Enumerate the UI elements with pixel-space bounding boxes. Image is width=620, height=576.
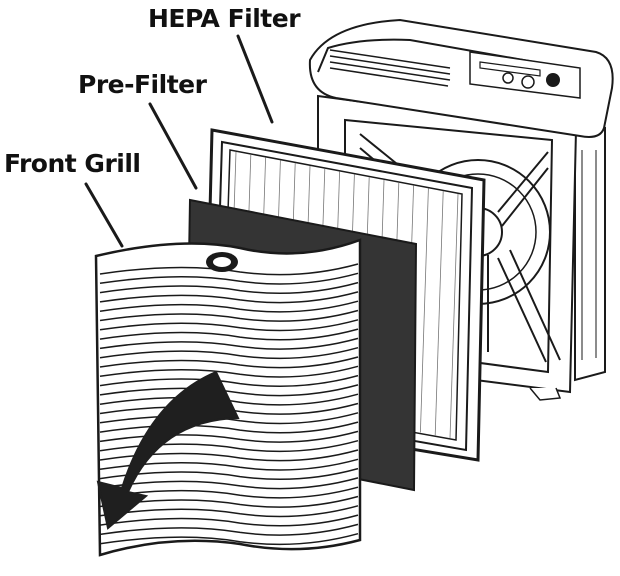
hepa-pleat	[449, 193, 459, 439]
leader-line-pre	[148, 102, 198, 190]
label-pre-filter: Pre-Filter	[78, 70, 207, 99]
grill-slat	[99, 384, 359, 397]
grill-slat	[99, 365, 359, 378]
grill-slat	[99, 402, 359, 415]
grill-slat	[99, 505, 359, 518]
grill-slat	[99, 412, 359, 425]
grill-slat	[99, 374, 359, 387]
grill-slat	[99, 523, 359, 536]
leader-line-hepa	[236, 34, 274, 124]
grill-slat	[99, 291, 359, 304]
grill-slat	[99, 532, 359, 546]
grill-slat	[99, 300, 359, 313]
grill-slat	[99, 309, 359, 322]
grill-slat	[99, 328, 359, 341]
grill-slat	[99, 421, 359, 434]
leader-lines	[84, 34, 274, 248]
hepa-pleat	[420, 188, 429, 433]
grill-slat	[99, 486, 359, 499]
label-hepa-filter: HEPA Filter	[148, 4, 301, 33]
grill-slat	[99, 514, 359, 527]
grill-slat	[99, 467, 359, 480]
grill-slat	[99, 393, 359, 406]
grill-slat	[99, 263, 359, 276]
grill-slat	[99, 495, 359, 508]
grill-slat	[99, 272, 359, 285]
grill-slat	[99, 319, 359, 332]
hepa-pleat	[434, 191, 444, 436]
grill-slat	[99, 346, 359, 360]
curved-arrow-icon	[96, 370, 240, 530]
grill-slat	[99, 477, 359, 490]
grill-slat	[99, 337, 359, 350]
grill-slat	[99, 356, 359, 369]
label-front-grill: Front Grill	[4, 149, 141, 178]
leader-line-front	[84, 182, 124, 248]
grill-slat	[99, 281, 359, 294]
